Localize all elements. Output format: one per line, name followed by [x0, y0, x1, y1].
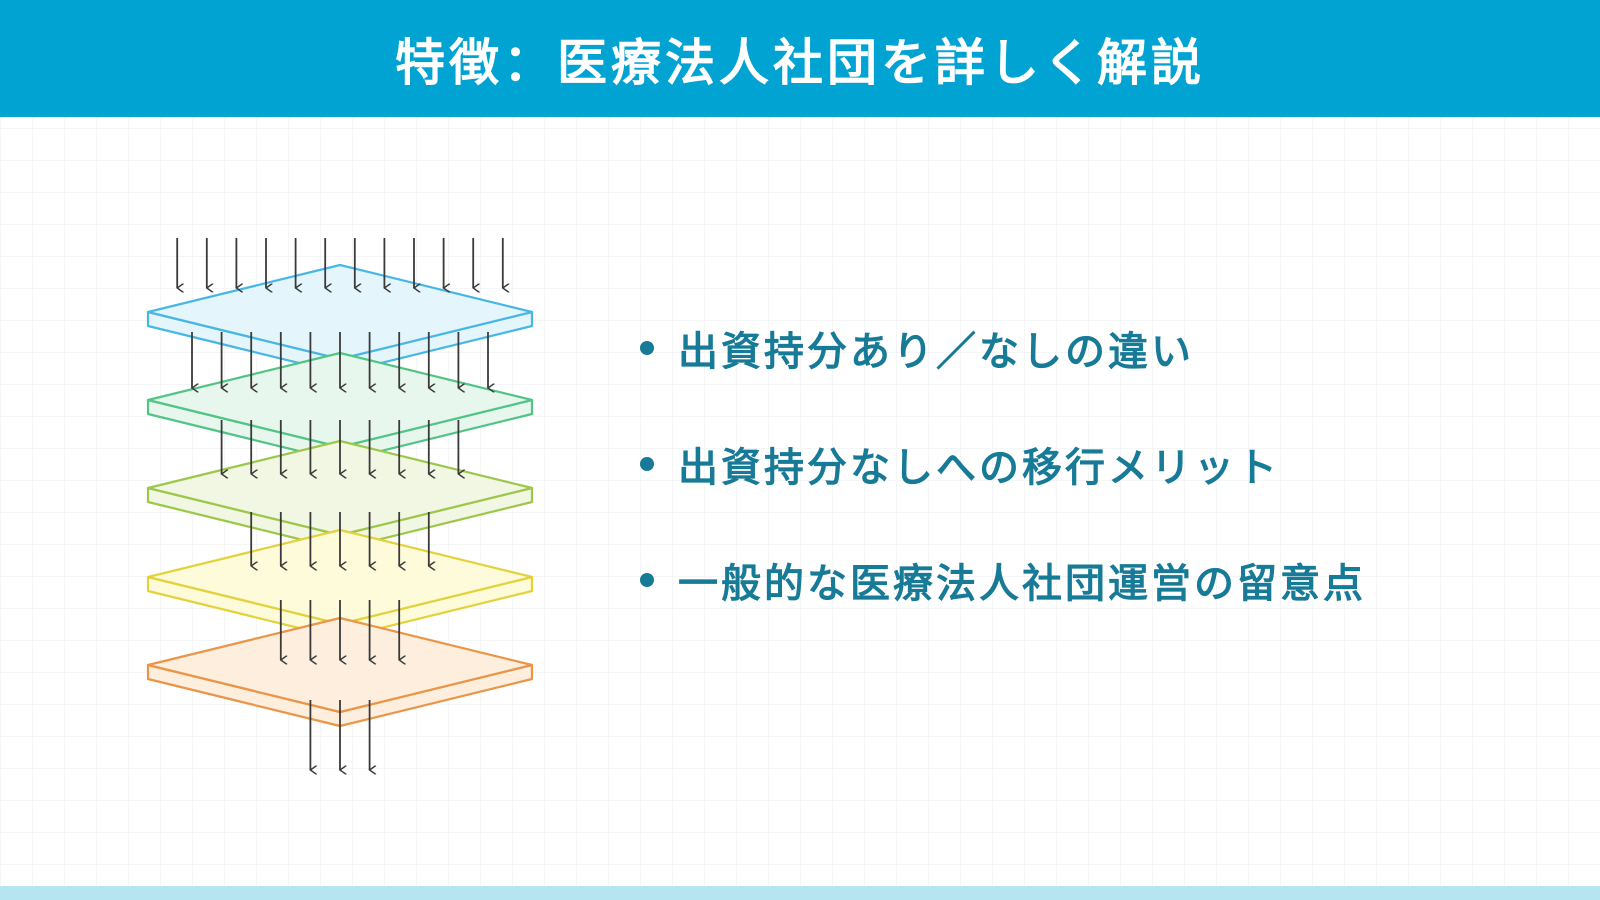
feature-text: 出資持分なしへの移行メリット — [678, 445, 1280, 491]
filter-layers-diagram — [146, 238, 534, 810]
feature-item: 一般的な医療法人社団運営の留意点 — [640, 552, 1366, 608]
page-title: 特徴：医療法人社団を詳しく解説 — [395, 33, 1205, 92]
feature-text: 一般的な医療法人社団運営の留意点 — [678, 561, 1366, 607]
bullet-dot-icon — [640, 341, 654, 355]
feature-item: 出資持分なしへの移行メリット — [640, 436, 1366, 492]
title-banner: 特徴：医療法人社団を詳しく解説 — [0, 0, 1600, 117]
feature-list: 出資持分あり／なしの違い 出資持分なしへの移行メリット 一般的な医療法人社団運営… — [640, 320, 1366, 668]
bullet-dot-icon — [640, 573, 654, 587]
footer-band — [0, 886, 1600, 900]
bullet-dot-icon — [640, 457, 654, 471]
feature-item: 出資持分あり／なしの違い — [640, 320, 1366, 376]
feature-text: 出資持分あり／なしの違い — [678, 329, 1194, 375]
